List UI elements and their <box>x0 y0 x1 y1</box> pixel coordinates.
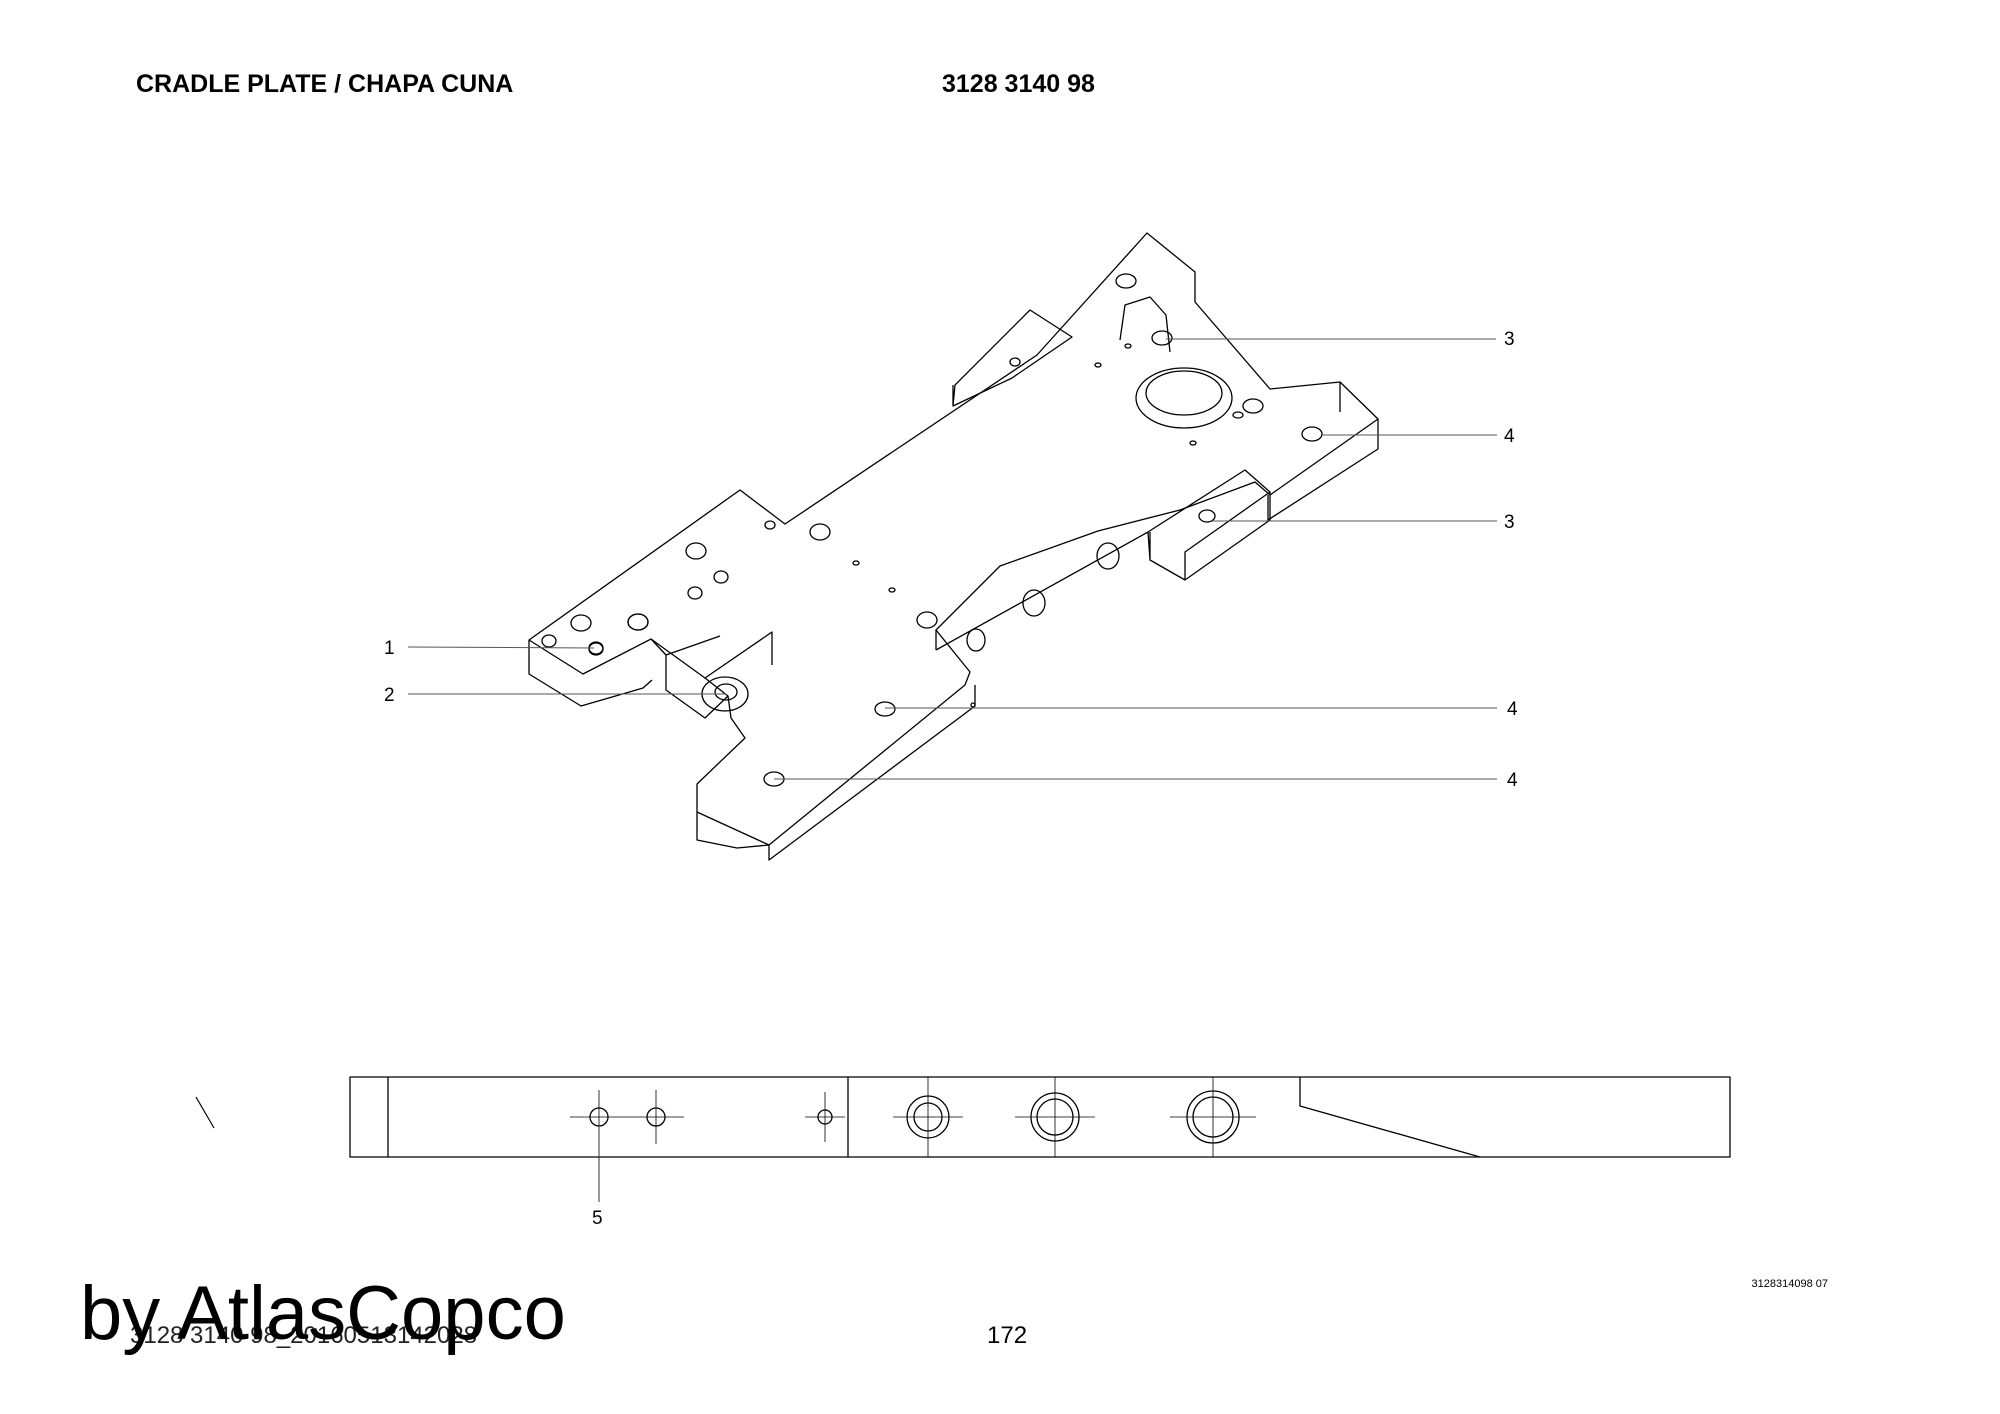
drawing-reference: 3128314098 07 <box>1751 1278 1828 1290</box>
leader-lines <box>407 338 1497 780</box>
top-bracket <box>952 309 1073 407</box>
stray-mark <box>195 1096 215 1129</box>
callout-4a: 4 <box>1504 426 1515 447</box>
side-view-outline <box>349 1076 1731 1158</box>
side-view-holes <box>570 1077 1256 1157</box>
side-view-taper <box>1299 1077 1481 1158</box>
plate-holes <box>541 273 1323 787</box>
callout-3a: 3 <box>1504 329 1515 350</box>
callout-4c: 4 <box>1507 770 1518 791</box>
right-bracket <box>1147 469 1271 581</box>
plate-side-face <box>528 382 1379 861</box>
callout-5: 5 <box>592 1208 603 1229</box>
callout-4b: 4 <box>1507 699 1518 720</box>
part-number: 3128 3140 98 <box>942 70 1095 98</box>
callout-2: 2 <box>384 685 395 706</box>
page-number: 172 <box>987 1322 1028 1349</box>
file-identifier: 3128 3140 98_20160513142028 <box>130 1322 478 1349</box>
top-notch <box>1119 296 1171 353</box>
callout-1: 1 <box>384 638 395 659</box>
watermark-text: by AtlasCopco <box>80 1271 566 1356</box>
left-pocket <box>650 631 773 719</box>
side-view: 5 <box>195 1076 1731 1229</box>
plate-top-outline <box>528 232 1379 846</box>
side-rail <box>935 531 1149 651</box>
callout-3b: 3 <box>1504 512 1515 533</box>
document-title: CRADLE PLATE / CHAPA CUNA <box>136 70 514 98</box>
isometric-view: 3 4 3 1 2 4 4 <box>384 232 1518 861</box>
